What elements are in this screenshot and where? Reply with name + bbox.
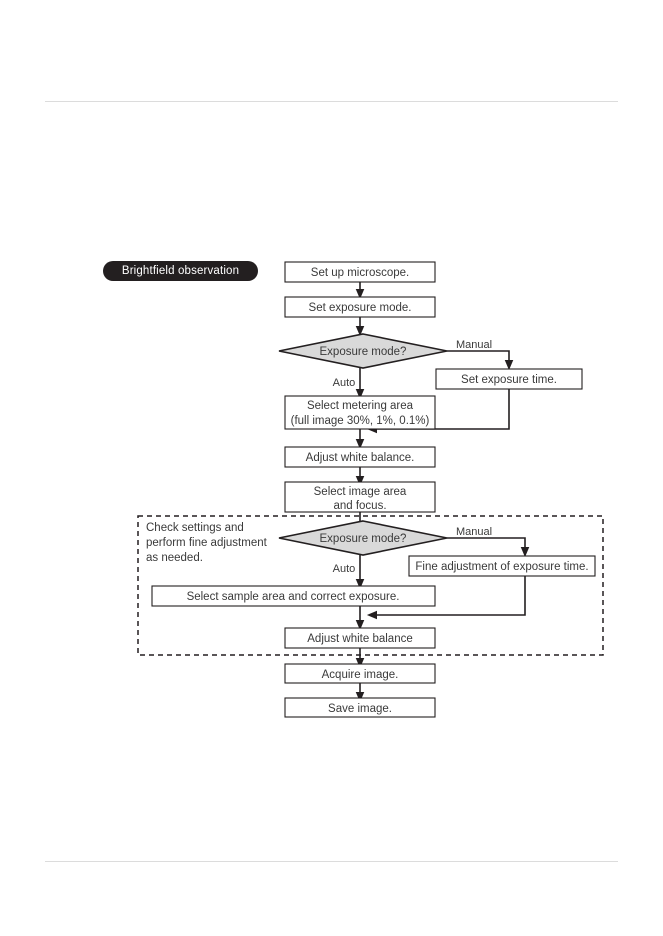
node-set-exposure-mode-label: Set exposure mode. — [309, 302, 412, 314]
node-set-up-microscope — [284, 261, 436, 283]
edge-label-auto-2: Auto — [333, 563, 356, 575]
fine-adjustment-group — [137, 515, 604, 656]
node-adjust-white-balance-1 — [284, 446, 436, 468]
node-fine-adjustment-exposure-time — [408, 555, 596, 577]
node-select-sample-area — [151, 585, 436, 607]
node-select-metering-area — [284, 395, 436, 430]
node-acquire-image-label: Acquire image. — [322, 669, 399, 681]
section-badge: Brightfield observation — [103, 261, 258, 281]
edge-label-manual-2: Manual — [456, 526, 492, 538]
edge-fineadjust-merge — [366, 576, 526, 620]
node-select-image-area-label-1: Select image area — [314, 486, 407, 498]
node-set-exposure-time — [435, 368, 583, 390]
header-rule — [45, 101, 618, 102]
node-acquire-image — [284, 663, 436, 684]
node-select-metering-area-label-2: (full image 30%, 1%, 0.1%) — [291, 415, 430, 427]
node-select-sample-area-label: Select sample area and correct exposure. — [187, 591, 400, 603]
node-decision-exposure-mode-1 — [278, 333, 448, 369]
node-set-exposure-time-label: Set exposure time. — [461, 374, 557, 386]
annotation-line-2: perform fine adjustment — [146, 537, 268, 549]
annotation-line-3: as needed. — [146, 552, 203, 564]
node-adjust-white-balance-2-label: Adjust white balance — [307, 633, 412, 645]
edge-label-auto-1: Auto — [333, 377, 356, 389]
edge-decision1-manual — [447, 350, 514, 371]
node-decision-exposure-mode-2 — [278, 520, 448, 556]
node-set-exposure-mode — [284, 296, 436, 318]
node-set-up-microscope-label: Set up microscope. — [311, 267, 409, 279]
node-decision-exposure-mode-2-label: Exposure mode? — [320, 533, 407, 545]
node-select-metering-area-label-1: Select metering area — [307, 400, 414, 412]
edge-decision2-manual — [447, 537, 530, 558]
node-adjust-white-balance-2 — [284, 627, 436, 649]
edge-label-manual-1: Manual — [456, 339, 492, 351]
node-save-image — [284, 697, 436, 718]
node-decision-exposure-mode-1-label: Exposure mode? — [320, 346, 407, 358]
footer-rule — [45, 861, 618, 862]
node-save-image-label: Save image. — [328, 703, 392, 715]
node-fine-adjustment-exposure-time-label: Fine adjustment of exposure time. — [415, 561, 588, 573]
node-select-image-area-label-2: and focus. — [333, 500, 386, 512]
annotation-line-1: Check settings and — [146, 522, 244, 534]
node-select-image-area — [284, 481, 436, 513]
node-adjust-white-balance-1-label: Adjust white balance. — [306, 452, 415, 464]
